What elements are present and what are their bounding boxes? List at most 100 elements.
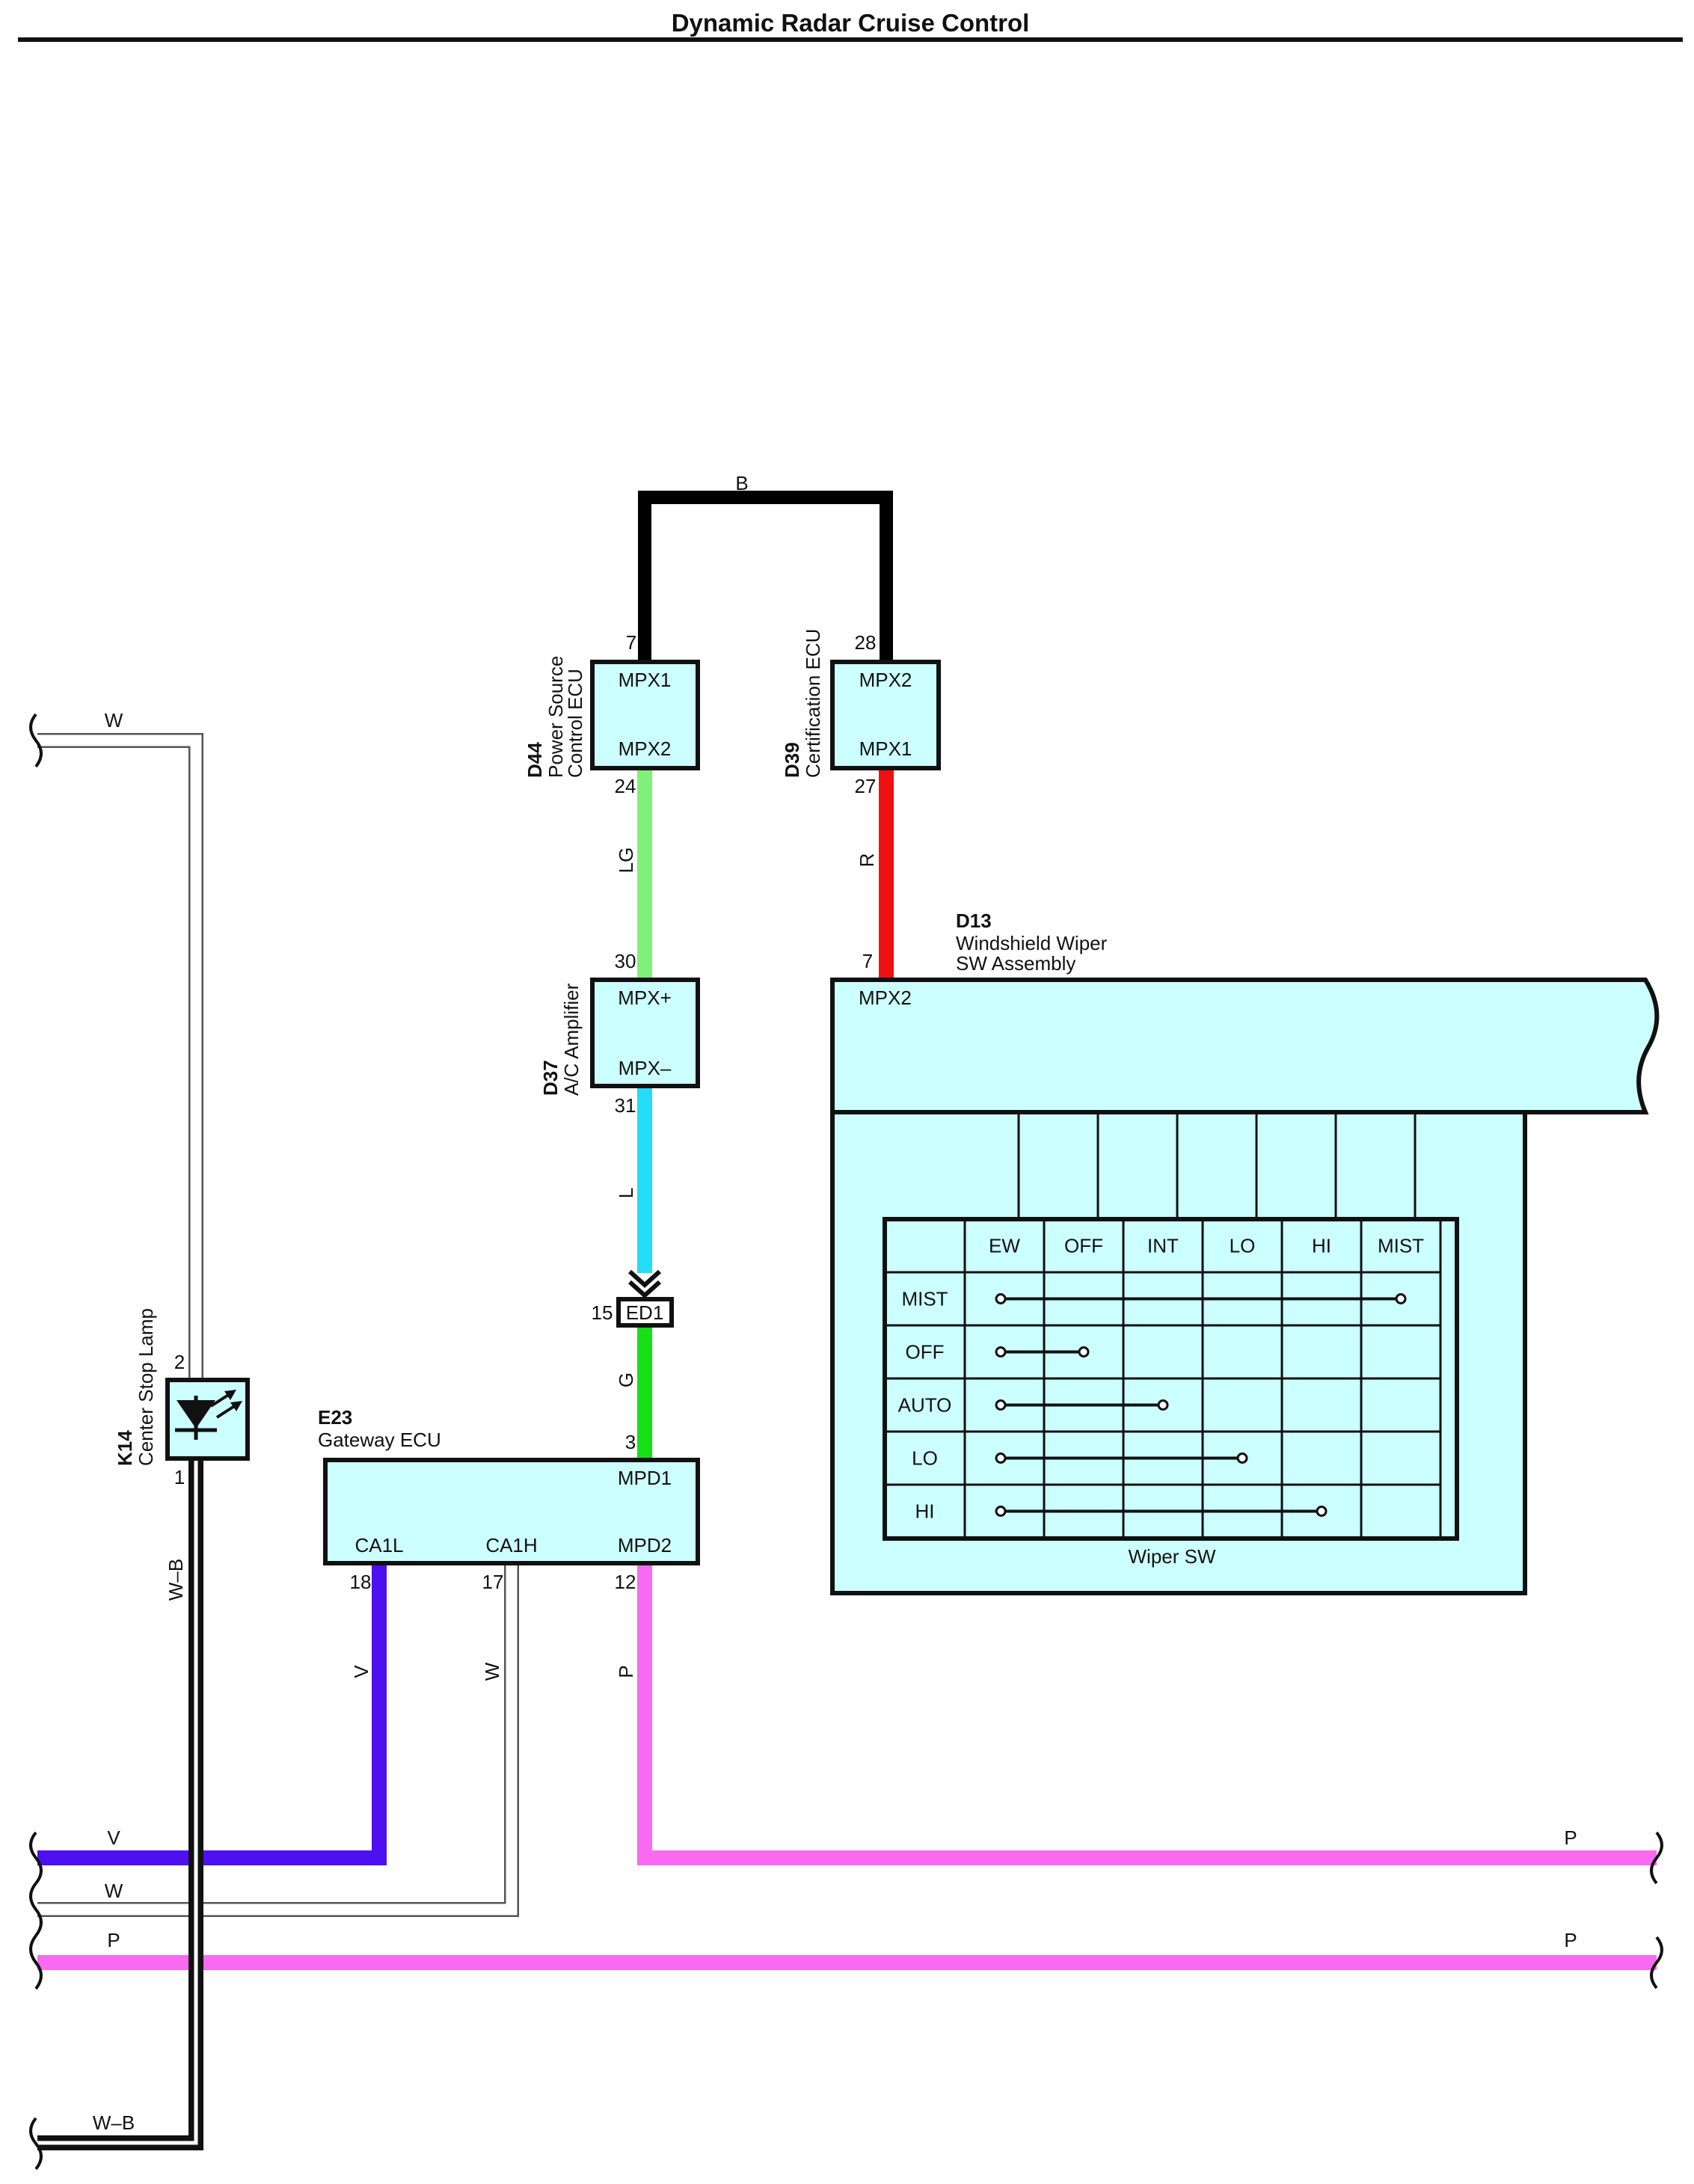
wiper-contact-start (995, 1453, 1007, 1464)
e23-pin-mpd2-label: MPD2 (618, 1534, 672, 1556)
wiper-col-header: LO (1230, 1235, 1256, 1257)
wire-g (637, 1325, 652, 1460)
ed1-box (616, 1297, 674, 1328)
d44-name-1: Power Source (544, 656, 567, 778)
break-mark-left-v (29, 1831, 43, 1885)
wiper-col-header: OFF (1064, 1235, 1103, 1257)
d44-pin-top-label: MPX1 (619, 669, 672, 691)
edge-label-wb-left: W–B (93, 2111, 135, 2134)
wire-w-k14-inner (37, 734, 202, 1380)
wiper-row-label: OFF (906, 1341, 945, 1364)
ed1-chevron-icon (627, 1269, 662, 1299)
k14-pin-bottom-no: 1 (174, 1466, 185, 1488)
d44-code: D44 (524, 742, 546, 778)
e23-pin-mpd1-label: MPD1 (618, 1467, 672, 1489)
d44-pin-bottom-no: 24 (615, 775, 636, 797)
break-marks (29, 713, 1663, 2171)
component-d39: MPX2 MPX1 28 27 D39 Certification ECU (781, 629, 941, 797)
e23-pin-ca1l-label: CA1L (355, 1534, 403, 1556)
wiper-row-label: LO (912, 1447, 938, 1470)
wiper-row-label: MIST (901, 1288, 948, 1310)
d13-pin-no: 7 (862, 950, 873, 972)
break-mark-left-wb (29, 2117, 43, 2171)
wire-wb-inner (37, 1458, 198, 2145)
d44-box (590, 660, 700, 770)
wire-r-label: R (856, 853, 878, 868)
d44-pin-bottom-label: MPX2 (619, 737, 672, 760)
e23-name: Gateway ECU (318, 1429, 441, 1451)
wiper-row-label: HI (915, 1500, 935, 1523)
edge-label-v-left: V (107, 1826, 120, 1849)
wiper-contact-end (1157, 1399, 1169, 1411)
d37-pin-top-no: 30 (615, 950, 636, 972)
k14-pin-top-no: 2 (174, 1351, 185, 1373)
wiper-contact-start (995, 1506, 1007, 1517)
edge-label-p-right-top: P (1564, 1826, 1577, 1849)
edge-label-p-left: P (107, 1929, 120, 1951)
d37-code: D37 (539, 1060, 562, 1096)
e23-box (323, 1458, 700, 1565)
e23-pin-mpd1-no: 3 (625, 1431, 636, 1453)
d39-pin-bottom-no: 27 (855, 775, 877, 797)
ed1-label: ED1 (626, 1301, 664, 1324)
wire-lg-label: LG (615, 847, 637, 874)
component-e23: E23 Gateway ECU MPD1 CA1L CA1H MPD2 3 18… (318, 1406, 700, 1593)
e23-pin-ca1h-label: CA1H (485, 1534, 537, 1556)
wire-g-label: G (615, 1372, 637, 1387)
wiper-col-header: INT (1147, 1235, 1179, 1257)
break-mark-left-p (29, 1934, 43, 1990)
wiper-contact-start (995, 1346, 1007, 1358)
wiper-table-column-headers: EW OFF INT LO HI MIST (989, 1235, 1424, 1257)
wire-p-label: P (615, 1665, 637, 1678)
d37-pin-bottom-label: MPX– (619, 1057, 672, 1079)
led-icon (175, 1390, 242, 1440)
d39-pin-bottom-label: MPX1 (859, 737, 912, 760)
e23-pin-mpd2-no: 12 (615, 1571, 636, 1593)
d44-pin-top-no: 7 (626, 631, 636, 654)
k14-box (165, 1378, 250, 1461)
wire-lg (637, 768, 652, 978)
d39-name: Certification ECU (802, 629, 824, 778)
d44-name-2: Control ECU (564, 669, 586, 778)
wiper-contact-end (1078, 1346, 1090, 1358)
wiper-row-label: AUTO (898, 1394, 952, 1417)
break-mark-left-w2 (29, 1882, 43, 1937)
wiper-contact-end (1316, 1506, 1328, 1517)
d13-pin-label: MPX2 (859, 987, 912, 1009)
wire-p-through (37, 1955, 1657, 1970)
d39-pin-top-no: 28 (855, 631, 877, 654)
wire-v (37, 1563, 387, 1865)
wire-p-e23 (637, 1563, 1657, 1865)
e23-pin-ca1l-no: 18 (350, 1571, 372, 1593)
wire-l-label: L (615, 1188, 637, 1198)
d39-code: D39 (781, 742, 803, 778)
d39-box (830, 660, 941, 770)
d13-name-1: Windshield Wiper (956, 932, 1108, 954)
wire-wb-label: W–B (165, 1559, 187, 1601)
wire-b (638, 491, 893, 662)
wiper-col-header: MIST (1378, 1235, 1424, 1257)
wiper-col-header: HI (1312, 1235, 1331, 1257)
wiper-contact-start (995, 1293, 1007, 1304)
wire-w-k14 (37, 733, 203, 1380)
d37-pin-bottom-no: 31 (615, 1094, 636, 1117)
component-d44: MPX1 MPX2 7 24 D44 Power Source Control … (524, 631, 700, 797)
d37-box (590, 978, 700, 1088)
d13-code: D13 (956, 910, 992, 932)
k14-code: K14 (114, 1430, 136, 1466)
wire-w-label: W (481, 1662, 503, 1681)
d13-name-2: SW Assembly (956, 952, 1075, 975)
edge-label-w-left: W (105, 1880, 123, 1902)
e23-pin-ca1h-no: 17 (482, 1571, 504, 1593)
connector-ed1: ED1 15 (592, 1269, 674, 1328)
wire-b-label: B (735, 472, 748, 494)
wiper-col-header: EW (989, 1235, 1020, 1257)
edge-label-w-top: W (105, 709, 123, 731)
wire-l (637, 1086, 652, 1273)
wiper-contact-end (1395, 1293, 1407, 1304)
wiper-table-rows: MIST OFF AUTO LO HI (898, 1288, 1407, 1523)
component-k14: 2 1 K14 Center Stop Lamp (114, 1308, 250, 1488)
d37-pin-top-label: MPX+ (618, 987, 672, 1009)
component-d13: D13 Windshield Wiper SW Assembly 7 MPX2 … (830, 910, 1660, 1595)
